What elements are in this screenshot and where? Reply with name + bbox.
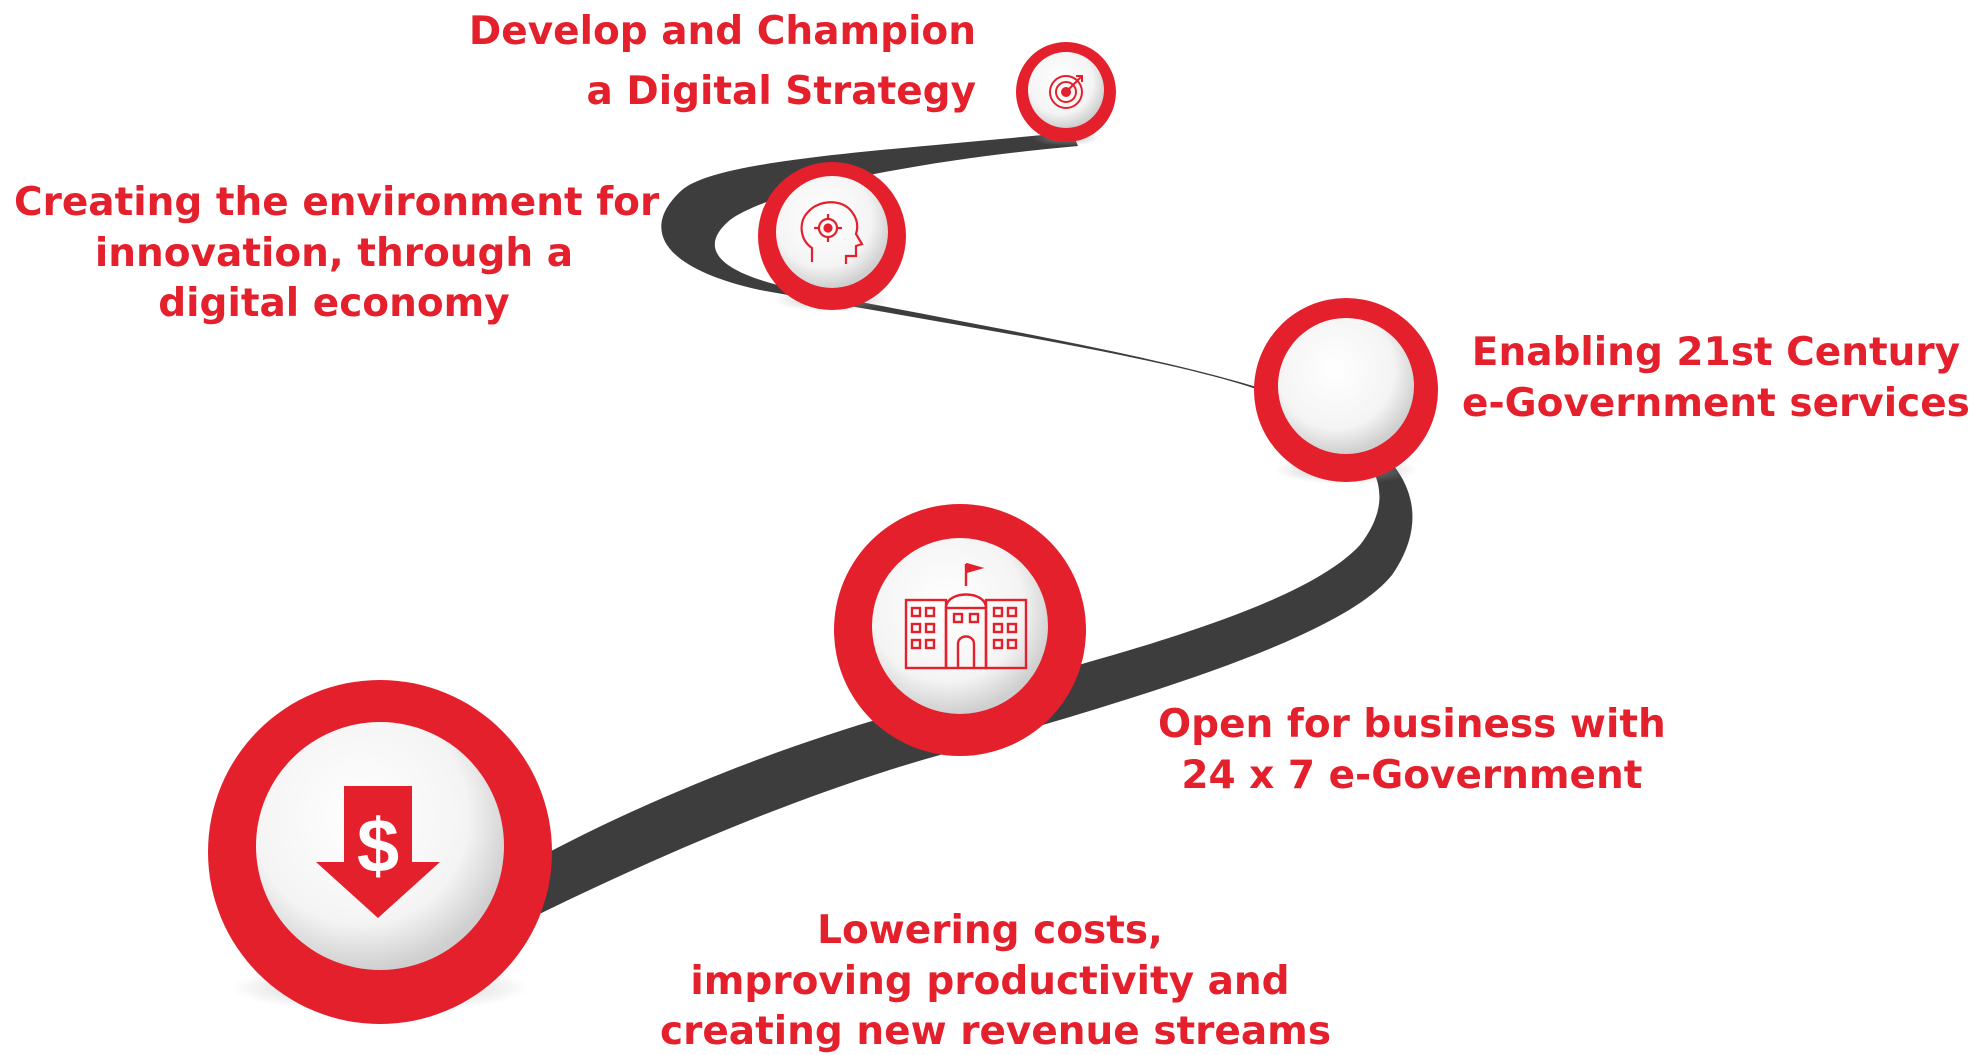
dollar-icon-symbol: $ bbox=[357, 804, 399, 889]
target-icon bbox=[1049, 75, 1083, 109]
milestone-label-strategy: Develop and Champion a Digital Strategy bbox=[469, 2, 976, 123]
milestone-ball-strategy bbox=[1016, 42, 1116, 142]
milestone-label-line: Lowering costs, bbox=[817, 908, 1163, 953]
milestone-ball-innovation bbox=[758, 162, 906, 310]
government-building-icon bbox=[904, 562, 1028, 670]
milestone-label-line: digital economy bbox=[158, 281, 510, 327]
milestone-label-line: improving productivity and bbox=[690, 958, 1290, 1004]
milestone-label-business: Open for business with 24 x 7 e-Governme… bbox=[1158, 700, 1666, 801]
milestone-label-line: 24 x 7 e-Government bbox=[1181, 752, 1643, 798]
milestone-label-line: Develop and Champion bbox=[468, 9, 976, 54]
milestone-label-21st: Enabling 21st Century e-Government servi… bbox=[1462, 328, 1970, 429]
milestone-label-line: Enabling 21st Century bbox=[1471, 330, 1961, 375]
milestone-ball-business bbox=[834, 504, 1086, 756]
milestone-ball-21st bbox=[1254, 298, 1438, 482]
milestone-label-costs: Lowering costs, improving productivity a… bbox=[660, 906, 1332, 1055]
milestone-label-line: a Digital Strategy bbox=[586, 69, 976, 115]
head-gear-icon bbox=[800, 201, 864, 264]
milestone-label-line: Open for business with bbox=[1158, 702, 1666, 747]
milestone-label-line: Creating the environment for bbox=[14, 180, 660, 225]
milestone-label-line: creating new revenue streams bbox=[660, 1009, 1332, 1055]
milestone-ball-costs bbox=[208, 680, 552, 1024]
dollar-down-arrow-icon bbox=[316, 786, 440, 918]
milestone-label-innovation: Creating the environment for innovation,… bbox=[14, 178, 660, 330]
milestone-label-line: innovation, through a bbox=[94, 230, 574, 276]
milestone-label-line: e-Government services bbox=[1462, 380, 1970, 426]
